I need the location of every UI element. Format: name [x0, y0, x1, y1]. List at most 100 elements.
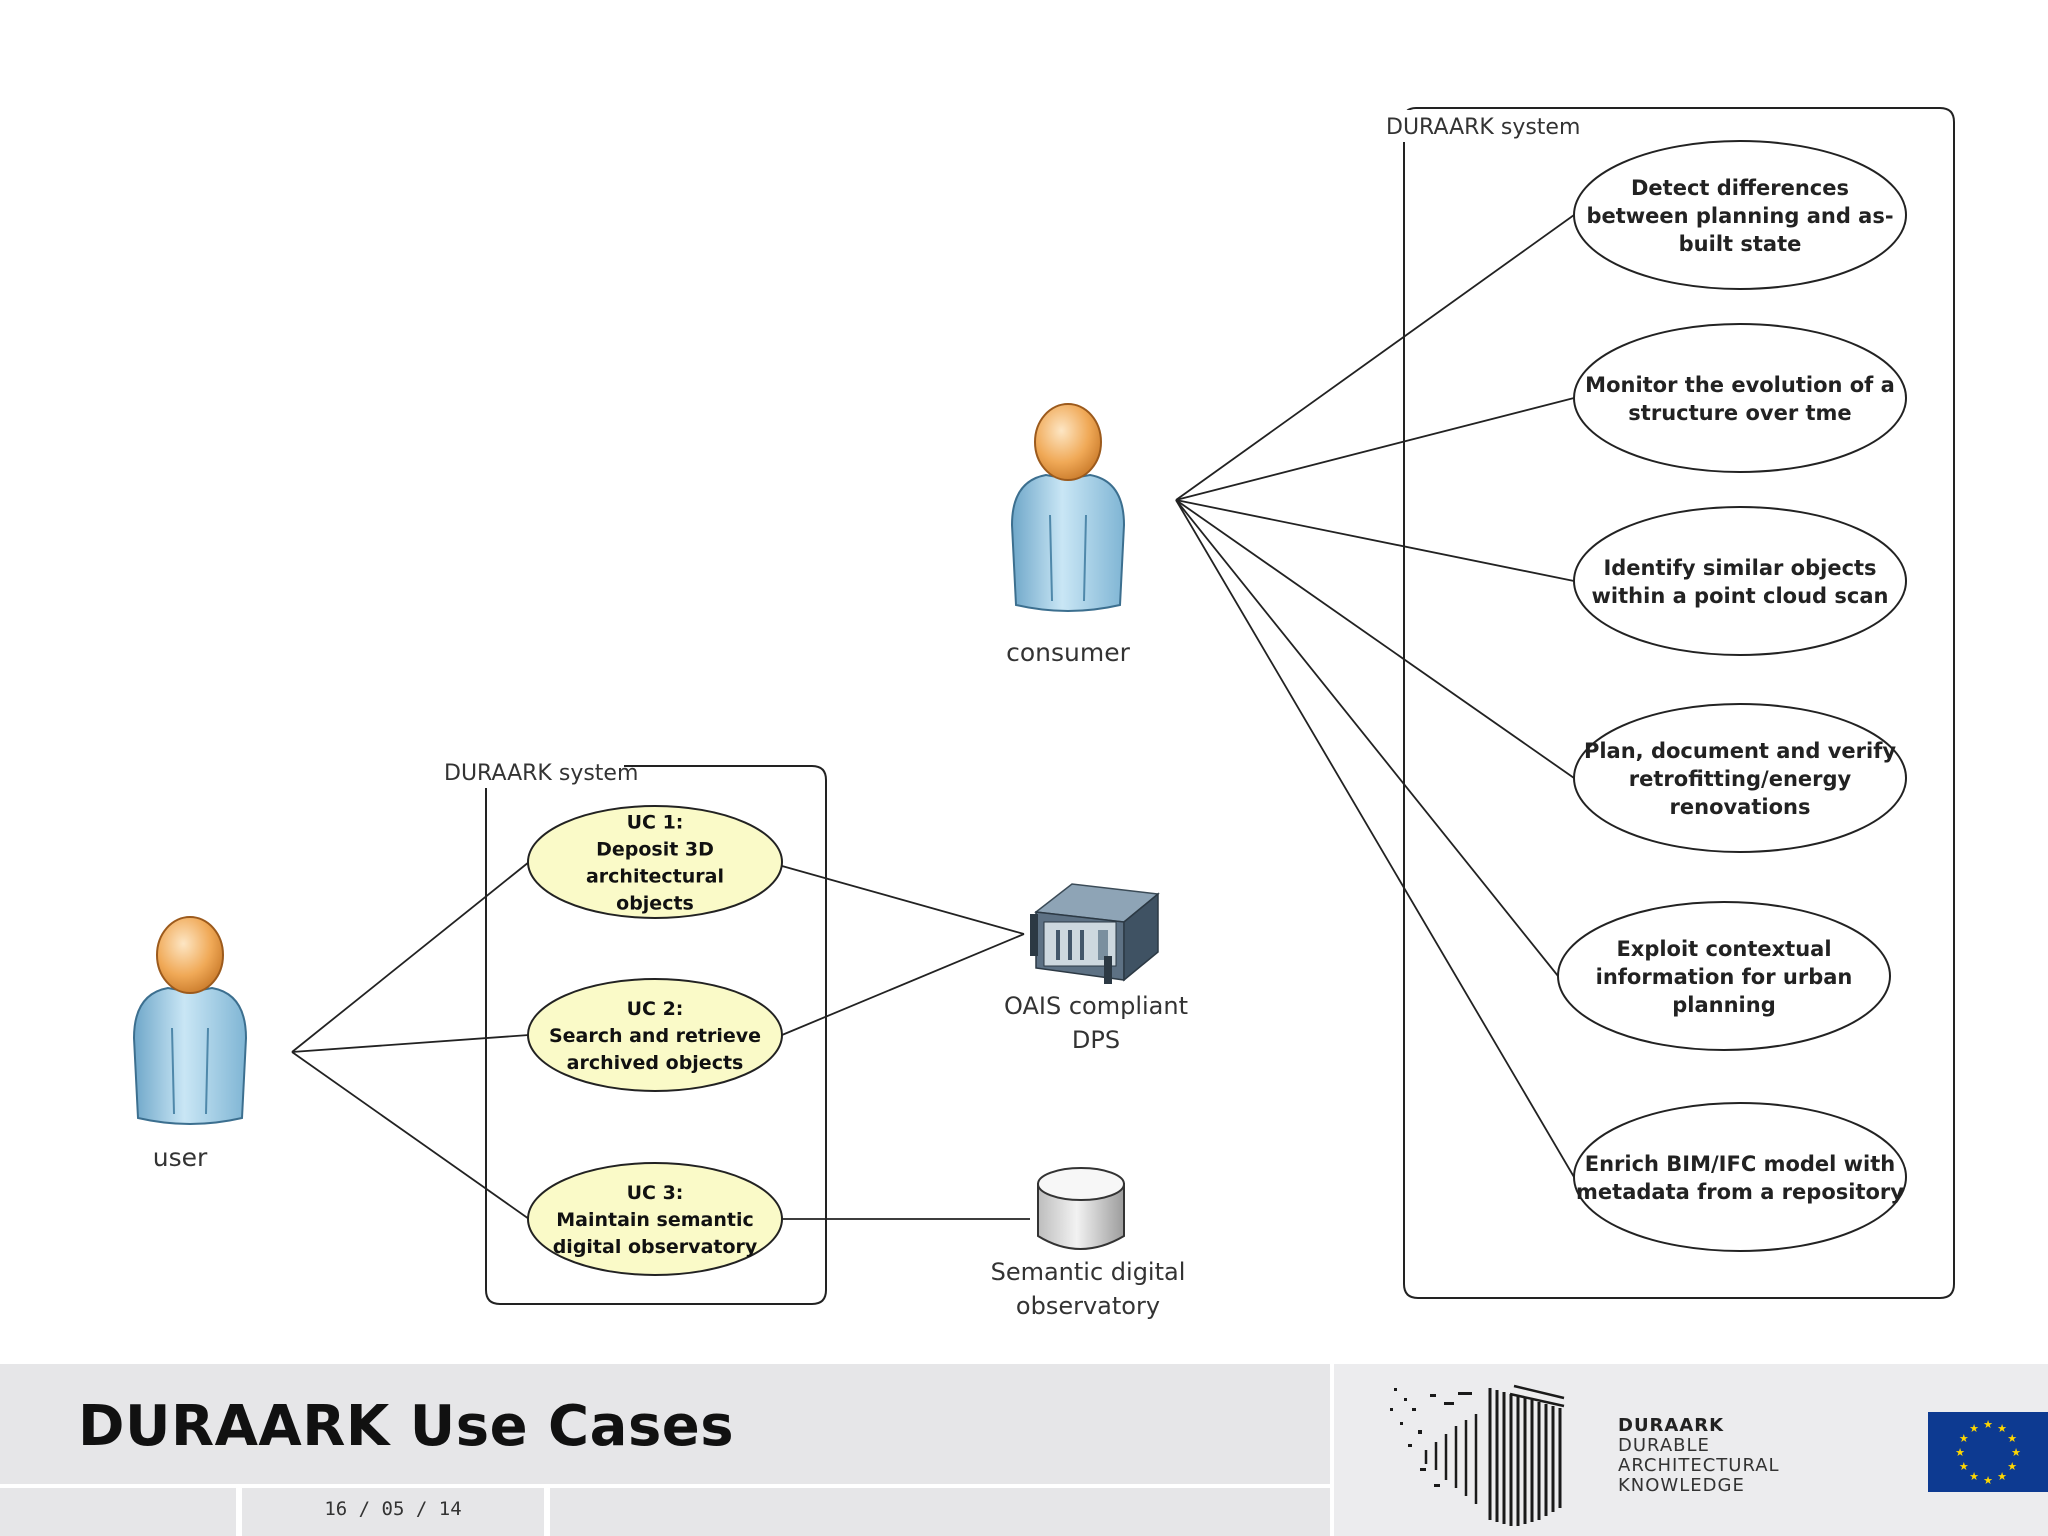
- consumer-use-case: Plan, document and verify retrofitting/en…: [1573, 703, 1907, 853]
- user-use-case: UC 1: Deposit 3D architectural objects: [527, 805, 783, 919]
- use-case-text: objects: [616, 893, 694, 915]
- uc1-oais-link: [781, 865, 1025, 935]
- eu-star: ★: [1983, 1474, 1993, 1487]
- system-boundary-left: DURAARK system: [440, 756, 827, 1305]
- eu-star: ★: [2007, 1432, 2017, 1445]
- semantic-observatory-node: Semantic digital observatory: [991, 1167, 1186, 1320]
- oais-label-line1: OAIS compliant: [1004, 992, 1188, 1020]
- user-label: user: [153, 1143, 208, 1172]
- duraark-logo-icon: [1390, 1384, 1565, 1526]
- footer-date-cell: 16 / 05 / 14: [242, 1488, 544, 1536]
- eu-star: ★: [1959, 1432, 1969, 1445]
- use-case-text: Enrich BIM/IFC model with: [1585, 1152, 1896, 1176]
- sdo-label-line1: Semantic digital: [991, 1258, 1186, 1286]
- uc2-oais-link: [781, 933, 1025, 1036]
- use-case-text: UC 3:: [627, 1182, 684, 1204]
- use-case-text: Deposit 3D: [596, 839, 714, 861]
- use-case-text: structure over tme: [1628, 401, 1851, 425]
- footer-title-bar: DURAARK Use Cases: [0, 1364, 1330, 1484]
- eu-star: ★: [1983, 1418, 1993, 1431]
- eu-star: ★: [2011, 1446, 2021, 1459]
- consumer-association-line: [1175, 499, 1575, 1178]
- logo-brand: DURAARK: [1618, 1415, 1725, 1436]
- consumer-body-icon: [1010, 473, 1126, 612]
- use-case-ellipse: [1573, 506, 1907, 656]
- consumer-association-line: [1175, 499, 1575, 779]
- eu-star: ★: [1997, 1470, 2007, 1483]
- use-case-text: renovations: [1670, 795, 1811, 819]
- consumer-label: consumer: [1006, 638, 1130, 667]
- use-case-text: between planning and as-: [1586, 204, 1893, 228]
- use-case-text: Search and retrieve: [549, 1025, 761, 1047]
- server-icon: [1030, 883, 1160, 984]
- consumer-use-case: Identify similar objects within a point c…: [1573, 506, 1907, 656]
- user-head-icon: [156, 916, 224, 994]
- use-case-text: Plan, document and verify: [1584, 739, 1896, 763]
- use-case-ellipse: [1557, 901, 1891, 1051]
- use-case-text: built state: [1679, 232, 1802, 256]
- use-case-text: within a point cloud scan: [1592, 584, 1889, 608]
- user-body-icon: [132, 986, 248, 1125]
- use-case-ellipse: [1573, 703, 1907, 853]
- use-case-text: retrofitting/energy: [1629, 767, 1852, 791]
- use-case-ellipse: [527, 978, 783, 1092]
- eu-star: ★: [1959, 1460, 1969, 1473]
- use-case-text: planning: [1672, 993, 1775, 1017]
- logo-line1: DURABLE: [1618, 1435, 1710, 1456]
- logo-wordmark: DURAARK DURABLE ARCHITECTURAL KNOWLEDGE: [1618, 1416, 1780, 1496]
- consumer-association-line: [1175, 397, 1575, 501]
- consumer-association-line: [1175, 214, 1575, 501]
- use-case-text: Exploit contextual: [1616, 937, 1831, 961]
- consumer-head-icon: [1034, 403, 1102, 481]
- sdo-label-line2: observatory: [1016, 1292, 1160, 1320]
- slide-date: 16 / 05 / 14: [324, 1498, 462, 1520]
- user-use-case: UC 3: Maintain semantic digital observator…: [527, 1162, 783, 1276]
- eu-star: ★: [2007, 1460, 2017, 1473]
- use-case-text: metadata from a repository: [1576, 1180, 1904, 1204]
- user-actor: user: [132, 916, 248, 1172]
- use-case-ellipse: [1573, 323, 1907, 473]
- use-case-text: Monitor the evolution of a: [1585, 373, 1895, 397]
- logo-area: DURAARK DURABLE ARCHITECTURAL KNOWLEDGE …: [1334, 1364, 2048, 1536]
- footer-strip-right: [550, 1488, 1330, 1536]
- consumer-use-cases: Detect differences between planning and a…: [1557, 140, 1907, 1252]
- system-boundary-right: DURAARK system: [1382, 107, 1955, 1299]
- consumer-association-line: [1175, 499, 1575, 582]
- logo-line3: KNOWLEDGE: [1618, 1475, 1745, 1496]
- eu-star: ★: [1997, 1422, 2007, 1435]
- oais-label-line2: DPS: [1072, 1026, 1120, 1054]
- use-case-ellipse: [1573, 140, 1907, 290]
- use-case-text: Detect differences: [1631, 176, 1849, 200]
- system-label-right: DURAARK system: [1386, 115, 1580, 140]
- footer-strip-left: [0, 1488, 236, 1536]
- consumer-use-case: Detect differences between planning and a…: [1573, 140, 1907, 290]
- consumer-use-case: Monitor the evolution of a structure over…: [1573, 323, 1907, 473]
- use-case-text: UC 1:: [627, 812, 684, 834]
- use-case-text: digital observatory: [553, 1236, 758, 1258]
- user-association-line: [291, 861, 530, 1053]
- slide-title: DURAARK Use Cases: [78, 1394, 735, 1459]
- eu-star: ★: [1955, 1446, 1965, 1459]
- use-case-text: architectural: [586, 866, 724, 888]
- user-use-cases: UC 1: Deposit 3D architectural objects UC 2:…: [527, 805, 783, 1276]
- logo-line2: ARCHITECTURAL: [1618, 1455, 1780, 1476]
- user-association-line: [291, 1051, 530, 1220]
- association-lines: [291, 214, 1575, 1220]
- use-case-text: Maintain semantic: [556, 1209, 754, 1231]
- user-use-case: UC 2: Search and retrieve archived objects: [527, 978, 783, 1092]
- system-label-left: DURAARK system: [444, 761, 638, 786]
- use-case-text: information for urban: [1596, 965, 1853, 989]
- consumer-use-case: Enrich BIM/IFC model with metadata from a…: [1573, 1102, 1907, 1252]
- database-icon: [1037, 1167, 1125, 1250]
- consumer-actor: consumer: [1006, 403, 1131, 667]
- use-case-text: UC 2:: [627, 998, 684, 1020]
- use-case-text: archived objects: [567, 1052, 744, 1074]
- use-case-ellipse: [1573, 1102, 1907, 1252]
- use-case-ellipse: [527, 1162, 783, 1276]
- consumer-association-line: [1175, 499, 1559, 977]
- consumer-use-case: Exploit contextual information for urban p…: [1557, 901, 1891, 1051]
- use-case-text: Identify similar objects: [1603, 556, 1876, 580]
- eu-star: ★: [1969, 1470, 1979, 1483]
- slide-footer: DURAARK Use Cases 16 / 05 / 14: [0, 1364, 2048, 1536]
